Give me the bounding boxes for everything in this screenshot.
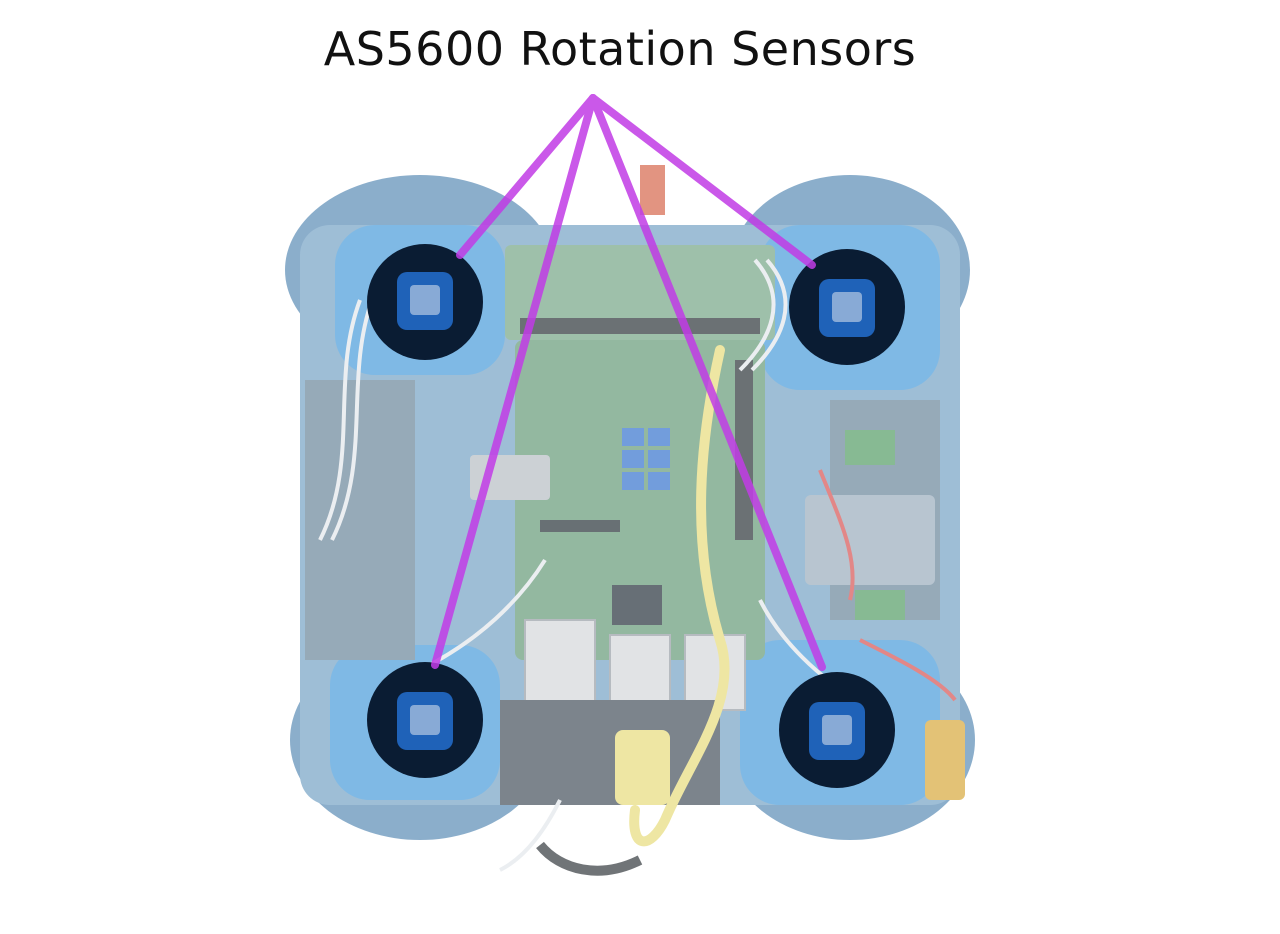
bottom-cable: [536, 841, 643, 876]
pi-zero-board: [505, 245, 775, 340]
battery-strap: [500, 700, 720, 805]
pointer-line-rear-left: [431, 94, 597, 669]
robot-base-photo: [285, 165, 975, 876]
pointer-line-front-left: [456, 94, 597, 259]
usb-cable-yellow: [629, 345, 730, 847]
power-wires: [818, 469, 957, 702]
gpio-header-top: [520, 318, 760, 334]
usb-plug-yellow: [615, 730, 670, 805]
chip-block: [612, 585, 662, 625]
red-connector: [640, 165, 665, 215]
terminal-block-2: [855, 590, 905, 620]
regulator-board: [805, 495, 935, 585]
xt60-connector: [925, 720, 965, 800]
usb-port-2: [609, 634, 671, 711]
camera-connector: [540, 520, 620, 532]
rear-left-sensor: [367, 662, 483, 778]
usb-port-1: [524, 619, 596, 716]
left-circuit-strip: [305, 380, 415, 660]
terminal-block: [845, 430, 895, 465]
sensor-group: [367, 244, 905, 788]
pointer-line-rear-right: [589, 94, 826, 671]
diagram-title: AS5600 Rotation Sensors: [323, 22, 917, 76]
rear-right-sensor: [779, 672, 895, 788]
usb-port-3: [684, 634, 746, 711]
pointer-line-front-right: [589, 94, 816, 269]
heatsink-array: [622, 428, 670, 490]
front-right-sensor: [789, 249, 905, 365]
sensor-pointer-lines: [431, 94, 826, 671]
front-left-sensor: [367, 244, 483, 360]
